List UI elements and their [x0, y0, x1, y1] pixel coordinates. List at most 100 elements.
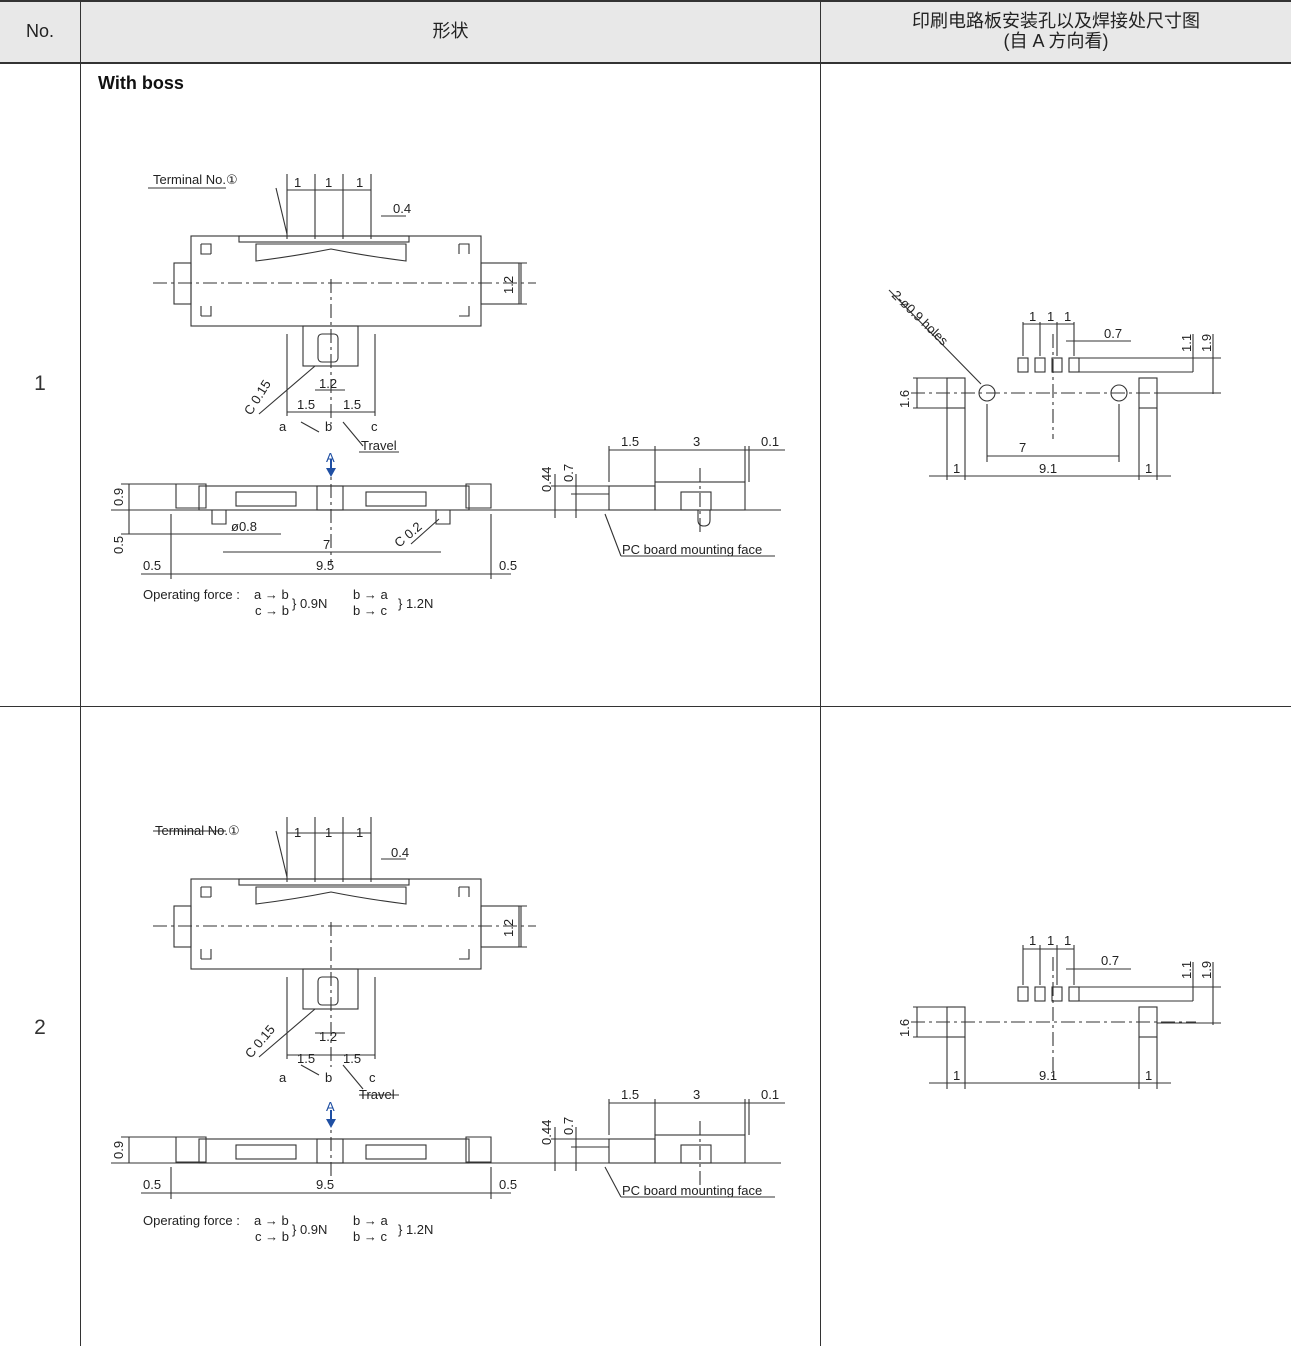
- position-c: c: [369, 1070, 376, 1085]
- dim-0-44: 0.44: [539, 467, 554, 492]
- operating-force: Operating force : a → b c → b } 0.9N b →…: [143, 1213, 433, 1244]
- dim-7: 7: [1019, 440, 1026, 455]
- chamfer-label: C 0.15: [241, 377, 274, 417]
- dim-1-5: 1.5: [343, 397, 361, 412]
- header-no: No.: [25, 21, 54, 41]
- dim-pitch: 1: [1064, 933, 1071, 948]
- dim-pitch: 1: [1029, 309, 1036, 324]
- dim-0-7: 0.7: [561, 1117, 576, 1135]
- dim-1-5: 1.5: [621, 1087, 639, 1102]
- dim-9-1: 9.1: [1039, 461, 1057, 476]
- force-c-b: c → b: [255, 1229, 289, 1244]
- side-view: [531, 1099, 785, 1198]
- dim-0-5: 0.5: [499, 1177, 517, 1192]
- holes-label: 2-ø0.9 holes: [889, 287, 952, 348]
- force-a-b: a → b: [254, 1213, 289, 1228]
- dim-1-5: 1.5: [297, 1051, 315, 1066]
- force-prefix: Operating force :: [143, 587, 240, 602]
- dim-0-1: 0.1: [761, 434, 779, 449]
- force-value-2: } 1.2N: [398, 1222, 433, 1237]
- shape-drawing: Terminal No.① 1 1 1 0.4 1.2 C 0.15 1.2 1…: [111, 817, 785, 1244]
- dim-0-1: 0.1: [761, 1087, 779, 1102]
- header-cell-shape: 形状: [81, 0, 820, 62]
- dim-1: 1: [953, 1068, 960, 1083]
- front-view: [111, 1112, 536, 1199]
- travel-label: Travel: [359, 1087, 395, 1102]
- pcb-pattern: [911, 945, 1221, 1089]
- header-pcb-subtitle: (自 A 方向看): [1003, 31, 1109, 51]
- position-a: a: [279, 1070, 287, 1085]
- dim-0-7: 0.7: [561, 464, 576, 482]
- top-view-labels: Terminal No.① 1 1 1 0.4 1.2 C 0.15 1.2 1…: [155, 823, 516, 1102]
- force-b-a: b → a: [353, 1213, 388, 1228]
- variant-title: With boss: [98, 73, 184, 93]
- force-value-1: } 0.9N: [292, 1222, 327, 1237]
- top-view: [153, 817, 536, 1096]
- dim-1-5: 1.5: [297, 397, 315, 412]
- dim-pitch: 1: [294, 825, 301, 840]
- force-a-b: a → b: [254, 587, 289, 602]
- shape-drawing: Terminal No.① 1 1 1 0.4 1.2 C 0.15 1.2 1…: [111, 172, 785, 618]
- front-view-labels: A 0.9 0.5 ø0.8 C 0.2 7 0.5 9.5 0.5: [111, 450, 517, 573]
- dim-3: 3: [693, 434, 700, 449]
- view-a-label: A: [326, 1099, 335, 1114]
- force-prefix: Operating force :: [143, 1213, 240, 1228]
- pcb-labels: 1 1 1 0.7 1.1 1.9 1.6 1 9.1 1: [897, 933, 1214, 1083]
- dim-1-5: 1.5: [343, 1051, 361, 1066]
- pcb-labels: 2-ø0.9 holes 1 1 1 0.7 1.1 1.9 1.6 7 1 9…: [889, 287, 1214, 476]
- pcb-pattern: [888, 289, 1221, 480]
- force-value-2: } 1.2N: [398, 596, 433, 611]
- header-bottom-rule: [0, 62, 1291, 64]
- dim-pitch: 1: [1029, 933, 1036, 948]
- header-cell-pcb: 印刷电路板安装孔以及焊接处尺寸图 (自 A 方向看): [821, 0, 1291, 62]
- dim-1-2: 1.2: [319, 1029, 337, 1044]
- top-view-labels: Terminal No.① 1 1 1 0.4 1.2 C 0.15 1.2 1…: [153, 172, 516, 453]
- dim-0-5: 0.5: [111, 536, 126, 554]
- pcb-pattern-drawing: 1 1 1 0.7 1.1 1.9 1.6 1 9.1 1: [897, 933, 1221, 1089]
- header-cell-no: No.: [0, 0, 80, 62]
- dim-pitch: 1: [325, 175, 332, 190]
- front-view-labels: A 0.9 0.5 9.5 0.5: [111, 1099, 517, 1192]
- force-b-c: b → c: [353, 603, 387, 618]
- pcb-face-label: PC board mounting face: [622, 1183, 762, 1198]
- dim-9-5: 9.5: [316, 1177, 334, 1192]
- dim-0-5: 0.5: [143, 558, 161, 573]
- dim-1-2: 1.2: [501, 276, 516, 294]
- dim-0-9: 0.9: [111, 488, 126, 506]
- dim-1: 1: [953, 461, 960, 476]
- dim-1-1: 1.1: [1179, 961, 1194, 979]
- side-view-labels: 1.5 3 0.1 0.44 0.7 PC board mounting fac…: [539, 434, 779, 557]
- terminal-label: Terminal No.①: [153, 172, 238, 187]
- boss-diameter: ø0.8: [231, 519, 257, 534]
- dim-0-5: 0.5: [143, 1177, 161, 1192]
- row-divider: [0, 706, 1291, 707]
- dim-1-2: 1.2: [319, 376, 337, 391]
- pcb-pattern-drawing: 2-ø0.9 holes 1 1 1 0.7 1.1 1.9 1.6 7 1 9…: [888, 287, 1221, 480]
- dim-0-4: 0.4: [391, 845, 409, 860]
- dim-0-7: 0.7: [1104, 326, 1122, 341]
- dim-pitch: 1: [356, 175, 363, 190]
- side-view: [531, 446, 785, 557]
- dim-1-1: 1.1: [1179, 334, 1194, 352]
- dim-pitch: 1: [294, 175, 301, 190]
- top-view: [148, 174, 536, 453]
- dim-pitch: 1: [1064, 309, 1071, 324]
- position-b: b: [325, 1070, 332, 1085]
- header-shape: 形状: [432, 21, 469, 41]
- column-divider-2: [820, 0, 821, 1346]
- header-pcb-title: 印刷电路板安装孔以及焊接处尺寸图: [912, 11, 1200, 31]
- dim-0-44: 0.44: [539, 1120, 554, 1145]
- row-number: 2: [34, 1016, 46, 1039]
- row-number: 1: [34, 372, 46, 395]
- dim-3: 3: [693, 1087, 700, 1102]
- dim-0-9: 0.9: [111, 1141, 126, 1159]
- dim-9-1: 9.1: [1039, 1068, 1057, 1083]
- chamfer-label: C 0.2: [391, 519, 424, 550]
- position-c: c: [371, 419, 378, 434]
- dim-1: 1: [1145, 461, 1152, 476]
- position-a: a: [279, 419, 287, 434]
- position-b: b: [325, 419, 332, 434]
- dim-0-5: 0.5: [499, 558, 517, 573]
- view-arrow-icon: [326, 468, 336, 477]
